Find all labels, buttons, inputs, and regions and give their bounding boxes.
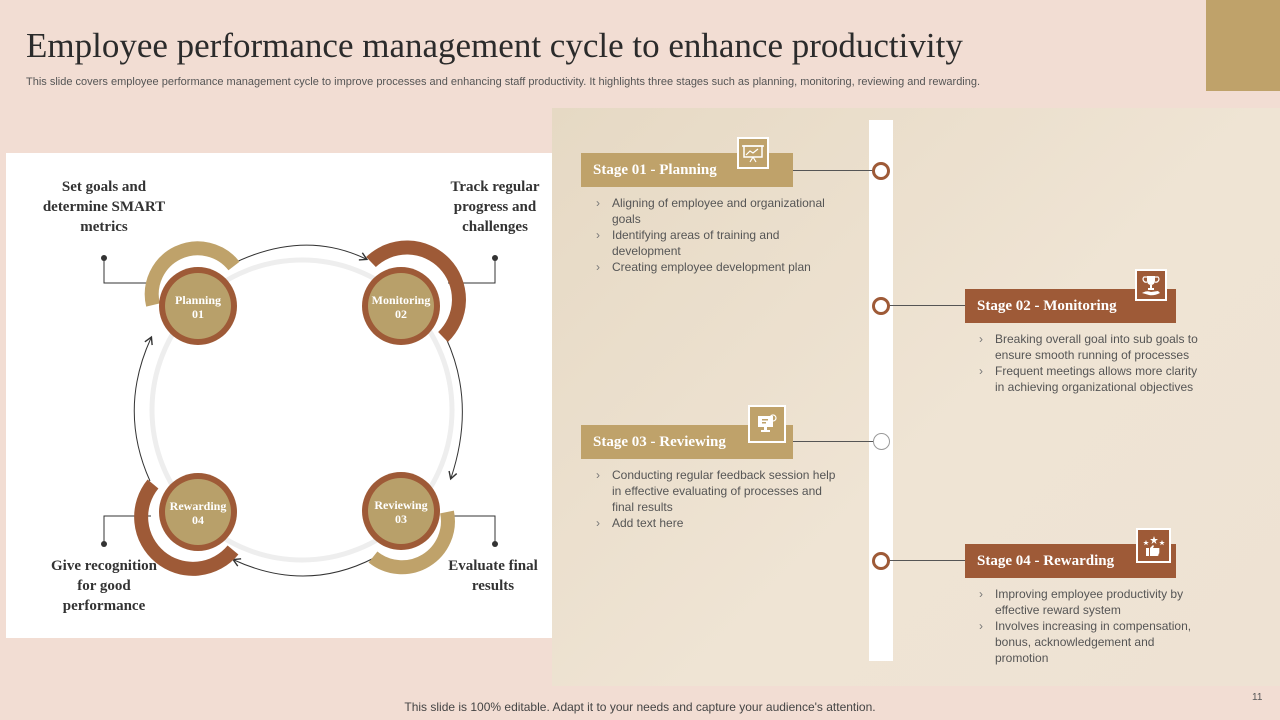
stage-02-bullet: Frequent meetings allows more clarity in… xyxy=(976,363,1198,395)
stage-04-bullet: Improving employee productivity by effec… xyxy=(976,586,1198,618)
stage-02-bullet: Breaking overall goal into sub goals to … xyxy=(976,331,1198,363)
caption-bottom-left: Give recognition for good performance xyxy=(51,558,157,614)
stage-04-bullets: Improving employee productivity by effec… xyxy=(976,586,1198,666)
connector-stage-04 xyxy=(888,560,966,561)
leader-top-left xyxy=(103,258,151,284)
stage-04-icon-box xyxy=(1136,528,1171,563)
leader-dot-top-right xyxy=(492,255,498,261)
caption-top-right: Track regular progress and challenges xyxy=(450,179,540,235)
leader-dot-bottom-right xyxy=(492,541,498,547)
cycle-node-reviewing xyxy=(362,472,455,575)
arrow-planning-to-monitoring xyxy=(227,244,369,267)
stage-03-bullet: Add text here xyxy=(593,515,838,531)
caption-bottom-right: Evaluate final results xyxy=(448,558,538,594)
stage-02-icon-box xyxy=(1135,269,1167,301)
stage-01-bullet: Identifying areas of training and develo… xyxy=(593,227,838,259)
page-number: 11 xyxy=(1252,692,1263,703)
connector-stage-03 xyxy=(792,441,874,442)
cycle-node-monitoring xyxy=(362,240,466,345)
timeline-dot-stage-04 xyxy=(872,552,890,570)
timeline-dot-stage-02 xyxy=(872,297,890,315)
presentation-board-icon xyxy=(742,145,764,163)
stage-02-label: Stage 02 - Monitoring xyxy=(965,289,1176,323)
stage-01-bullets: Aligning of employee and organizational … xyxy=(593,195,838,275)
connector-stage-01 xyxy=(792,170,874,171)
stage-03-bullet: Conducting regular feedback session help… xyxy=(593,467,838,515)
slide-title: Employee performance management cycle to… xyxy=(26,26,963,65)
slide-subtitle: This slide covers employee performance m… xyxy=(26,76,981,88)
connector-stage-02 xyxy=(888,305,966,306)
cycle-diagram xyxy=(101,240,498,577)
leader-dot-bottom-left xyxy=(101,541,107,547)
stage-04-bullet: Involves increasing in compensation, bon… xyxy=(976,618,1198,666)
stage-01-label: Stage 01 - Planning xyxy=(581,153,793,187)
leader-dot-top-left xyxy=(101,255,107,261)
cycle-node-planning xyxy=(144,241,240,345)
corner-accent xyxy=(1206,0,1280,91)
arrow-reviewing-to-rewarding xyxy=(231,557,375,577)
stage-03-bullets: Conducting regular feedback session help… xyxy=(593,467,838,531)
cycle-ring xyxy=(149,257,455,563)
leader-bottom-right xyxy=(448,515,496,544)
timeline-dot-stage-03 xyxy=(873,433,890,450)
monitor-review-icon xyxy=(758,414,777,432)
trophy-hand-icon xyxy=(1142,276,1160,296)
arrow-monitoring-to-reviewing xyxy=(445,337,463,481)
stage-01-bullet: Creating employee development plan xyxy=(593,259,838,275)
stage-02-bullets: Breaking overall goal into sub goals to … xyxy=(976,331,1198,395)
cycle-node-rewarding xyxy=(134,473,239,576)
stage-03-icon-box xyxy=(748,405,786,443)
slide-footer: This slide is 100% editable. Adapt it to… xyxy=(404,700,876,714)
timeline-dot-stage-01 xyxy=(872,162,890,180)
thumbs-up-stars-icon xyxy=(1142,535,1165,556)
caption-top-left: Set goals and determine SMART metrics xyxy=(42,179,166,235)
stage-01-bullet: Aligning of employee and organizational … xyxy=(593,195,838,227)
timeline-bar xyxy=(869,120,893,661)
stage-01-icon-box xyxy=(737,137,769,169)
arrow-rewarding-to-planning xyxy=(133,335,153,482)
